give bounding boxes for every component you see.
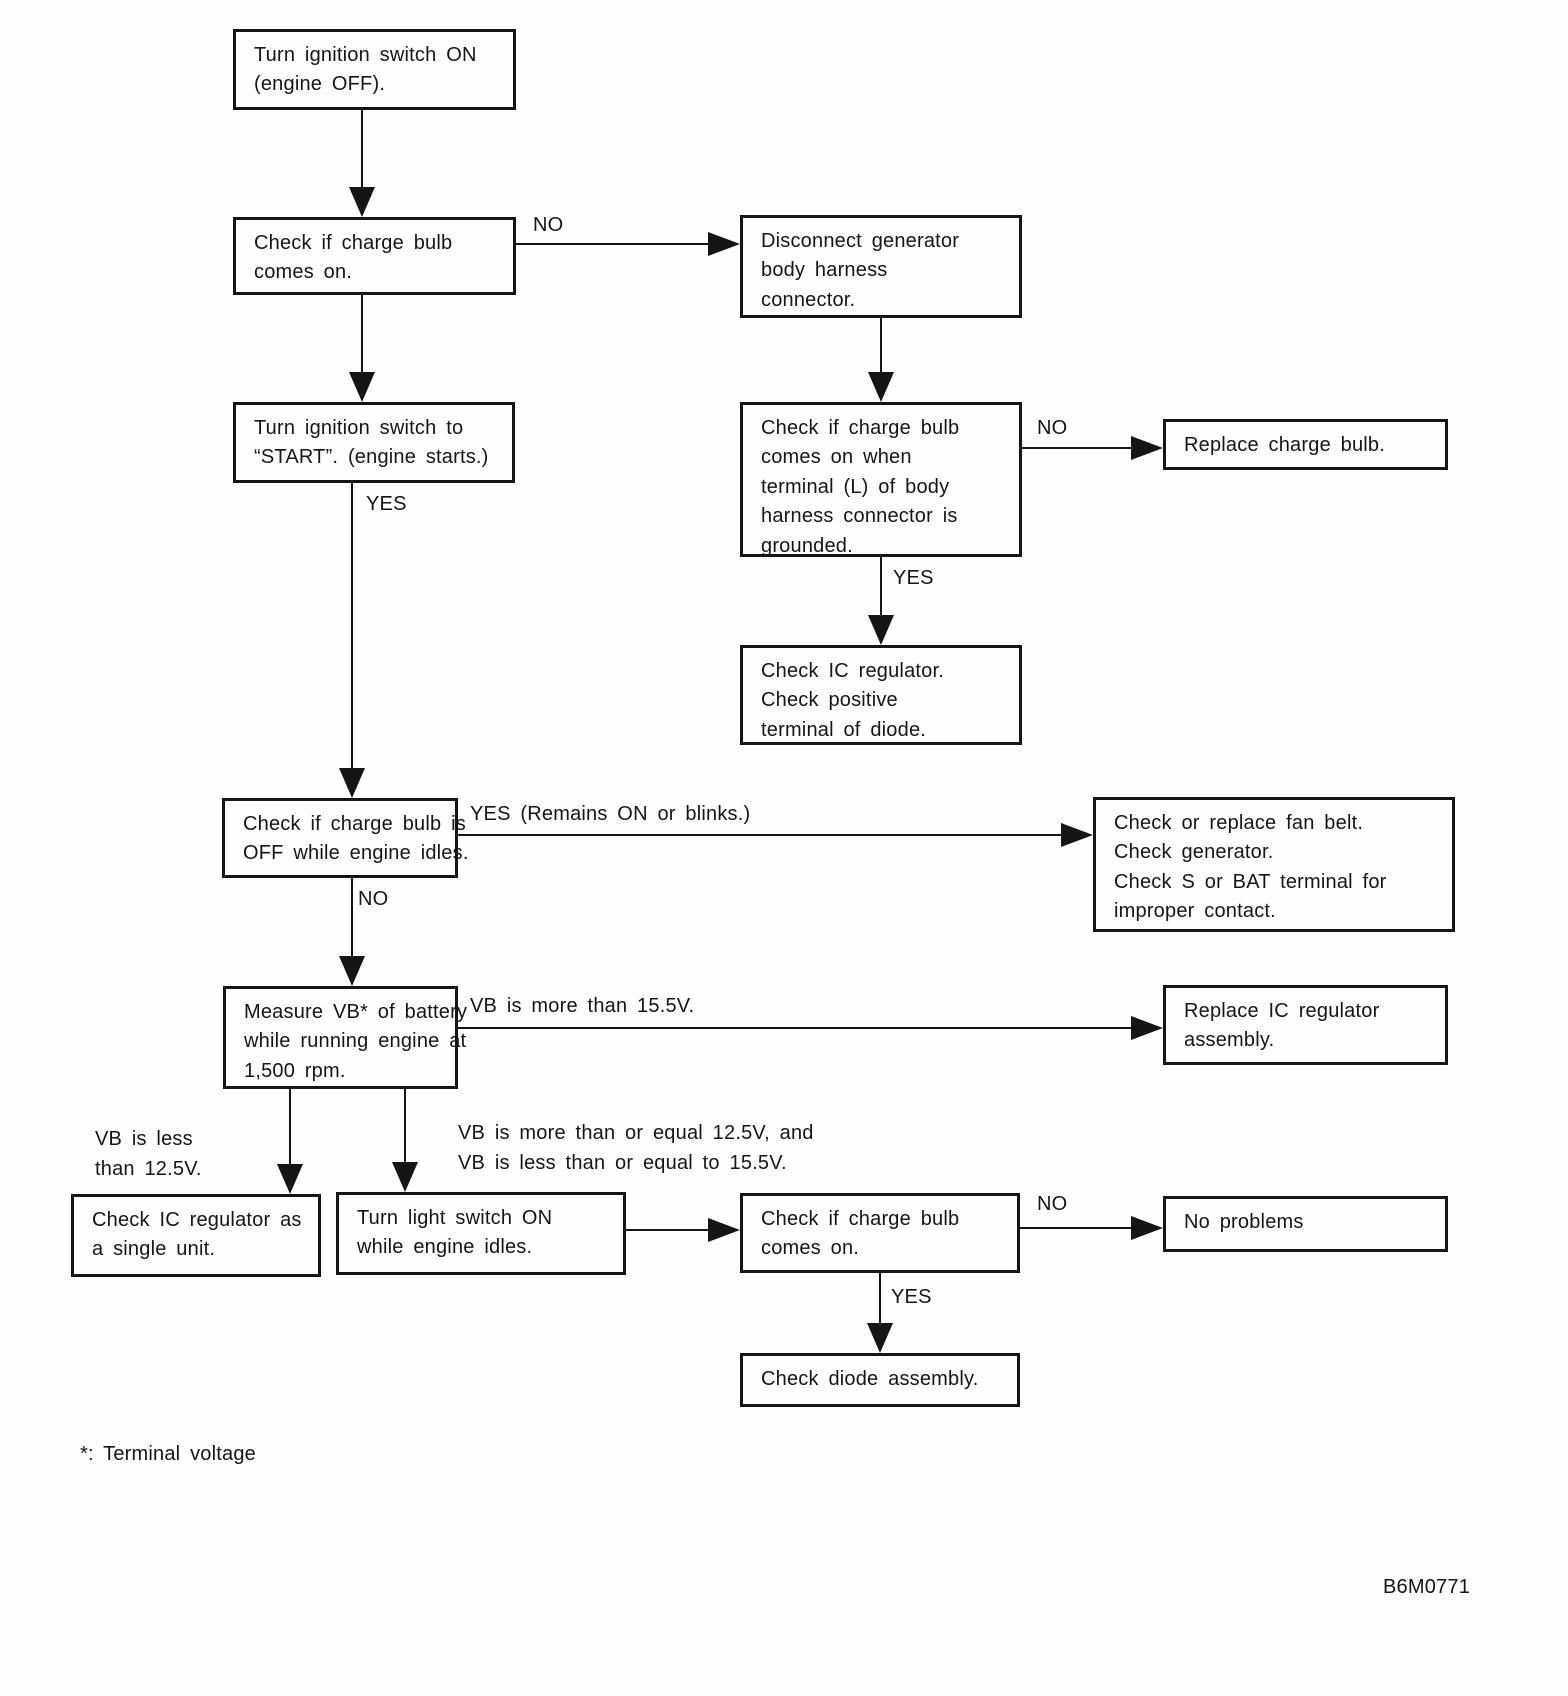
flow-node-check-bulb-on-2: Check if charge bulb comes on. [740,1193,1020,1273]
edge-label-yes: YES [366,493,407,515]
edge-label-vb-more-15-5: VB is more than 15.5V. [470,995,695,1017]
connector-bulbcheck2-to-noproblems [1020,1227,1132,1229]
connector-bulbcheck-to-disconnect [516,243,709,245]
edge-label-vb-less-12-5: VB is less than 12.5V. [95,1128,202,1180]
flow-node-disconnect-connector: Disconnect generator body harness connec… [740,215,1022,318]
arrowhead-right-icon [708,1218,740,1242]
flow-node-check-fan-belt: Check or replace fan belt. Check generat… [1093,797,1455,932]
connector-lightswitch-to-bulbcheck2 [626,1229,709,1231]
connector-start-to-idlecheck [351,483,353,769]
edge-label-no: NO [358,888,389,910]
connector-measurevb-to-singleunit [289,1089,291,1165]
flow-node-measure-vb: Measure VB* of battery while running eng… [223,986,467,1089]
edge-label-yes: YES [891,1286,932,1308]
flow-node-turn-light-switch: Turn light switch ON while engine idles. [336,1192,626,1275]
arrowhead-right-icon [1131,1016,1163,1040]
arrowhead-down-icon [867,1323,893,1353]
connector-disconnect-to-groundedcheck [880,318,882,373]
flow-node-replace-ic-regulator: Replace IC regulator assembly. [1163,985,1448,1065]
edge-label-no: NO [1037,417,1068,439]
flow-node-check-diode: Check diode assembly. [740,1353,1020,1407]
edge-label-yes-remains-on: YES (Remains ON or blinks.) [470,803,751,825]
arrowhead-right-icon [708,232,740,256]
flow-node-turn-ignition-start: Turn ignition switch to “START”. (engine… [233,402,515,483]
edge-label-vb-between: VB is more than or equal 12.5V, and VB i… [458,1122,814,1174]
connector-measurevb-to-replaceic [458,1027,1132,1029]
arrowhead-down-icon [868,615,894,645]
flow-node-no-problems: No problems [1163,1196,1448,1252]
connector-ignition-to-bulbcheck [361,110,363,188]
arrowhead-down-icon [277,1164,303,1194]
flow-node-check-bulb-off-idle: Check if charge bulb is OFF while engine… [222,798,468,878]
connector-groundedcheck-to-icregulator [880,557,882,616]
edge-label-no: NO [533,214,564,236]
connector-bulbcheck2-to-diode [879,1273,881,1324]
arrowhead-down-icon [349,372,375,402]
figure-code: B6M0771 [1383,1576,1471,1598]
flow-node-check-ic-regulator-diode: Check IC regulator. Check positive termi… [740,645,1022,745]
arrowhead-right-icon [1131,1216,1163,1240]
connector-bulbcheck-to-start [361,295,363,373]
arrowhead-down-icon [339,956,365,986]
edge-label-no: NO [1037,1193,1068,1215]
flow-node-check-bulb-grounded: Check if charge bulb comes on when termi… [740,402,1022,557]
arrowhead-down-icon [339,768,365,798]
flow-node-check-bulb-on: Check if charge bulb comes on. [233,217,516,295]
edge-label-yes: YES [893,567,934,589]
flow-node-replace-charge-bulb: Replace charge bulb. [1163,419,1448,470]
connector-idlecheck-to-fanbelt [458,834,1062,836]
flow-node-turn-ignition-on: Turn ignition switch ON (engine OFF). [233,29,516,110]
footnote-terminal-voltage: *: Terminal voltage [80,1443,256,1465]
flow-node-check-ic-single-unit: Check IC regulator as a single unit. [71,1194,321,1277]
arrowhead-down-icon [868,372,894,402]
arrowhead-right-icon [1131,436,1163,460]
arrowhead-down-icon [392,1162,418,1192]
arrowhead-right-icon [1061,823,1093,847]
arrowhead-down-icon [349,187,375,217]
connector-measurevb-to-lightswitch [404,1089,406,1163]
connector-groundedcheck-to-replacebulb [1022,447,1132,449]
connector-idlecheck-to-measurevb [351,878,353,957]
